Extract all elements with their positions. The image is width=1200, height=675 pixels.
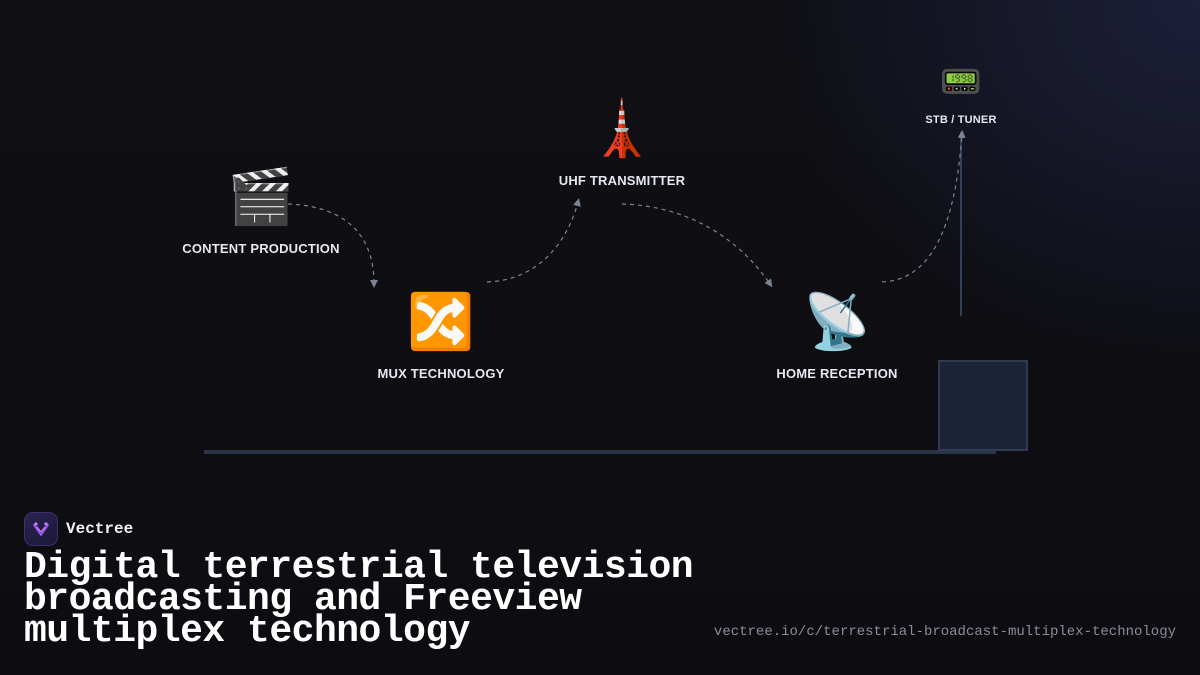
clapper-board-icon: 🎬: [227, 165, 295, 228]
connector-content-to-mux: [287, 203, 378, 288]
baseline-bar: [204, 450, 996, 454]
node-label: STB / TUNER: [925, 114, 997, 126]
satellite-dish-icon: 📡: [803, 290, 871, 353]
node-home-reception: 📡 HOME RECEPTION: [717, 290, 957, 381]
connector-uhf-to-home: [621, 203, 773, 288]
brand-name: Vectree: [66, 520, 134, 538]
structure-block: [938, 360, 1028, 451]
connector-mux-to-uhf: [486, 198, 581, 283]
vertical-connector-line: [960, 132, 962, 316]
pager-icon: 📟: [939, 62, 983, 102]
page-title: Digital terrestrial television broadcast…: [24, 546, 694, 653]
page-url: vectree.io/c/terrestrial-broadcast-multi…: [713, 624, 1176, 640]
node-label: UHF TRANSMITTER: [558, 173, 686, 188]
vectree-logo-icon: [24, 512, 58, 546]
brand: Vectree: [24, 512, 133, 546]
node-uhf-transmitter: 🗼 UHF TRANSMITTER: [502, 97, 742, 188]
node-label: MUX TECHNOLOGY: [377, 366, 505, 381]
node-content-production: 🎬 CONTENT PRODUCTION: [141, 165, 381, 256]
shuffle-arrows-icon: 🔀: [407, 290, 475, 353]
node-label: CONTENT PRODUCTION: [182, 241, 340, 256]
transmission-tower-icon: 🗼: [588, 97, 656, 160]
node-stb-tuner: 📟 STB / TUNER: [841, 62, 1081, 126]
node-mux-technology: 🔀 MUX TECHNOLOGY: [321, 290, 561, 381]
node-label: HOME RECEPTION: [776, 366, 898, 381]
connector-home-to-stb: [881, 130, 966, 283]
